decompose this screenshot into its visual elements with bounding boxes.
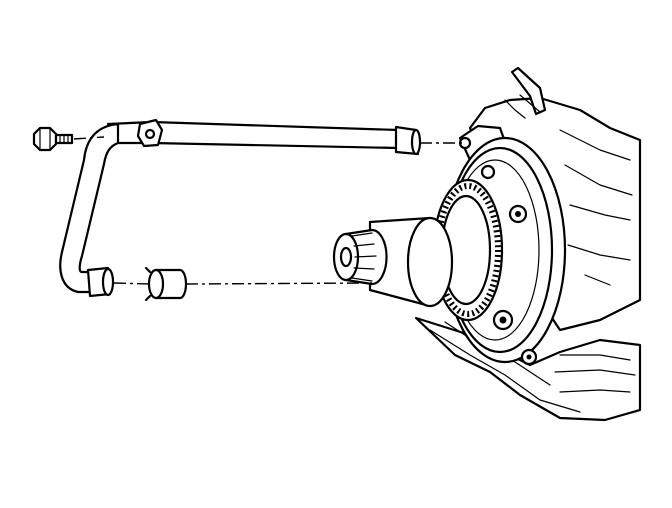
- bolt-head-flats: [39, 127, 51, 151]
- housing-ribs: [559, 129, 633, 286]
- alignment-line-lower-1: [113, 282, 151, 285]
- input-shaft-bore: [339, 246, 353, 268]
- input-shaft-sleeve-end: [406, 216, 454, 308]
- seal-ring-body: [154, 268, 188, 300]
- upper-pipe-fitting-end: [410, 128, 422, 156]
- clamp-bolt-hole: [144, 128, 156, 140]
- pump-gear-teeth: [435, 183, 501, 317]
- fill-tube-lines: [504, 94, 541, 119]
- seal-ring-face: [147, 268, 165, 300]
- cooler-pipe: [59, 118, 422, 298]
- seal-ring: [144, 266, 188, 302]
- alignment-line-lower-2: [185, 282, 373, 285]
- bolt: [32, 126, 74, 152]
- input-shaft-splines: [351, 232, 377, 282]
- rim-bolt-1-center: [515, 211, 521, 217]
- fill-tube: [510, 66, 547, 116]
- rim-bolt-4: [480, 164, 496, 180]
- bolt-thread: [59, 134, 69, 144]
- seal-ring-split: [144, 266, 152, 302]
- rim-bolt-2-center: [499, 316, 507, 324]
- cooler-pipe-bend: [59, 122, 120, 294]
- alignment-line-bolt: [73, 136, 105, 140]
- rim-bolt-3-center: [526, 354, 532, 360]
- lower-pipe-fitting-end: [101, 267, 115, 297]
- transmission-case: [332, 66, 642, 422]
- bolt-head: [32, 126, 58, 152]
